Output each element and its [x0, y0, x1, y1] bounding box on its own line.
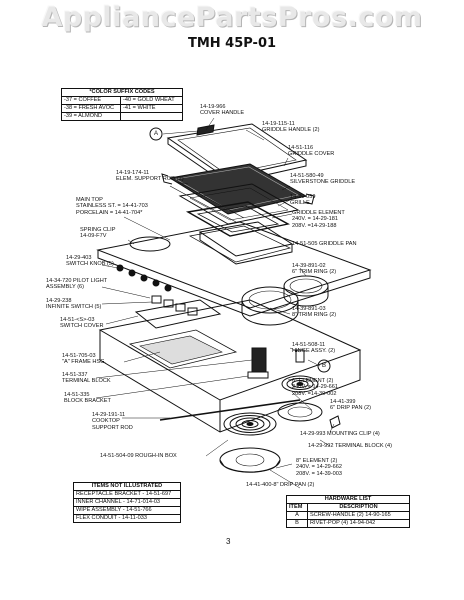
model-title: TMH 45P-01: [187, 36, 277, 51]
color-code: -38 = FRESH AVOC: [62, 105, 121, 112]
grille-shape: [178, 183, 300, 225]
label-drip-pan-8: 14-41-400-8" DRIP PAN (2): [246, 482, 315, 488]
hardware-desc: SCREW-HANDLE (2) 14-90-165: [310, 512, 391, 518]
hardware-item: A: [287, 512, 308, 519]
callout-b: B: [322, 363, 327, 369]
not-illustrated-title: ITEMS NOT ILLUSTRATED: [91, 483, 163, 489]
not-illustrated-item: INNER CHANNEL - 14-71-014-03: [76, 499, 161, 505]
label-frame-hsg: 14-51-705-03"A" FRAME HSG.: [62, 353, 107, 366]
hardware-desc: RIVET-POP (4) 14-94-042: [310, 520, 376, 526]
label-griddle-pan: 14-51-505 GRIDDLE PAN: [292, 241, 357, 247]
page-number: 3: [226, 537, 231, 546]
drip-pan-6-shape: [277, 402, 323, 422]
hardware-col-desc: DESCRIPTION: [339, 504, 378, 510]
switch-cover-shape: [134, 299, 222, 329]
hardware-list-table: HARDWARE LIST ITEM DESCRIPTION A SCREW-H…: [286, 495, 410, 528]
silverstone-griddle-shape: [168, 163, 308, 215]
hardware-title: HARDWARE LIST: [324, 496, 372, 502]
hardware-item: B: [287, 520, 308, 527]
color-code: -41 = WHITE: [123, 105, 156, 111]
element-8-shape: [223, 412, 277, 436]
label-terminal-block-4: 14-29-992 TERMINAL BLOCK (4): [308, 443, 392, 449]
drip-pan-8-shape: [219, 447, 281, 473]
griddle-element-shape: [185, 201, 290, 237]
not-illustrated-item: FLEX CONDUIT - 14-11-033: [76, 515, 147, 521]
not-illustrated-item: RECEPTACLE BRACKET - 14-51-697: [76, 491, 172, 497]
color-codes-title: *COLOR SUFFIX CODES: [89, 89, 155, 95]
terminal-block-shape: [251, 347, 267, 373]
color-code: [121, 113, 125, 120]
element-6-shape: [281, 375, 319, 393]
callout-a: A: [154, 131, 159, 137]
not-illustrated-item: WIPE ASSEMBLY - 14-51-766: [76, 507, 152, 513]
label-rough-in-box: 14-51-504-09 ROUGH-IN BOX: [100, 453, 177, 459]
color-code: -39 = ALMOND: [62, 113, 121, 120]
color-code: -37 = COFFEE: [62, 97, 121, 104]
not-illustrated-table: ITEMS NOT ILLUSTRATED RECEPTACLE BRACKET…: [73, 482, 181, 523]
label-mounting-clip: 14-29-993 MOUNTING CLIP (4): [300, 431, 380, 437]
color-code: -40 = GOLD WHEAT: [123, 97, 175, 103]
color-codes-table: *COLOR SUFFIX CODES -37 = COFFEE -40 = G…: [61, 88, 183, 121]
hardware-col-item: ITEM: [287, 504, 308, 511]
cover-handle-shape: [196, 124, 215, 136]
watermark: AppliancePartsPros.com: [41, 2, 423, 33]
